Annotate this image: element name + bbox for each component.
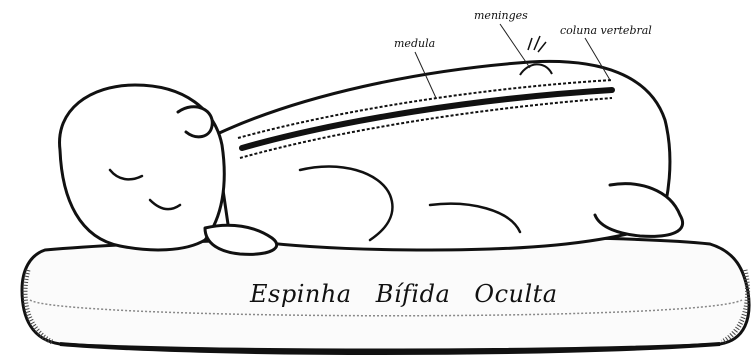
label-meninges: meninges xyxy=(474,9,528,22)
hair-tuft-icon xyxy=(528,36,546,52)
caption: Espinha Bífida Oculta xyxy=(250,280,558,308)
label-coluna-vertebral: coluna vertebral xyxy=(560,24,652,37)
label-medula: medula xyxy=(394,37,435,50)
